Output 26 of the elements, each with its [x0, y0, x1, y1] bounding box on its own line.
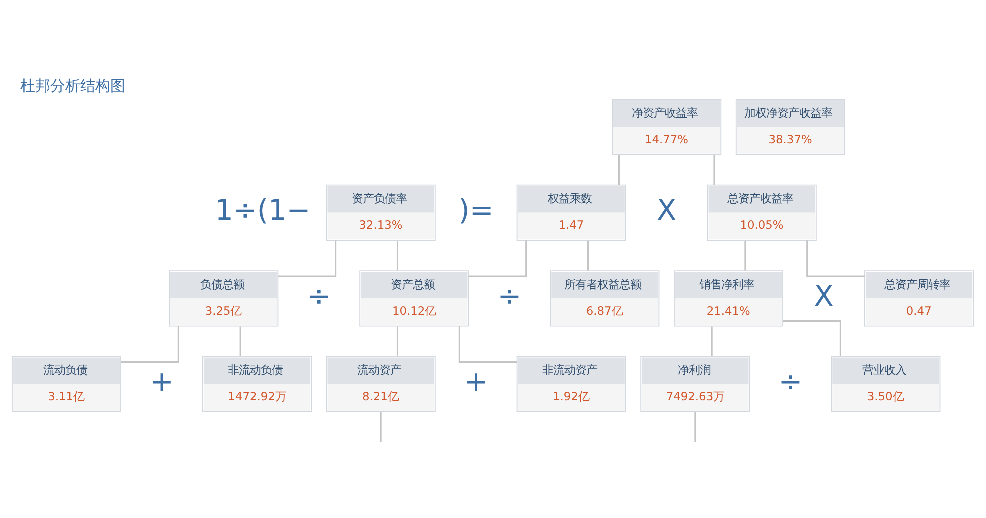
label: X — [657, 193, 677, 228]
label: ÷ — [778, 364, 803, 399]
connector — [396, 241, 398, 271]
connector — [121, 326, 180, 363]
connector — [806, 240, 865, 278]
connector — [694, 412, 696, 442]
label: )= — [458, 193, 494, 228]
connector — [711, 326, 713, 357]
connector — [468, 240, 528, 278]
connector — [458, 326, 518, 363]
connector — [783, 320, 842, 357]
label: X — [814, 278, 834, 313]
label: + — [150, 364, 174, 399]
connector — [588, 241, 590, 271]
label: + — [464, 364, 488, 399]
connector — [278, 240, 337, 278]
connector — [396, 326, 398, 357]
connector — [240, 326, 242, 357]
connector — [618, 155, 620, 186]
label: 1÷(1− — [215, 193, 311, 228]
label: ÷ — [498, 278, 522, 313]
label: ÷ — [307, 278, 332, 313]
connector — [714, 155, 716, 186]
diagram-title: 杜邦分析结构图 — [20, 76, 126, 95]
connector — [744, 241, 746, 271]
connector — [380, 412, 382, 442]
